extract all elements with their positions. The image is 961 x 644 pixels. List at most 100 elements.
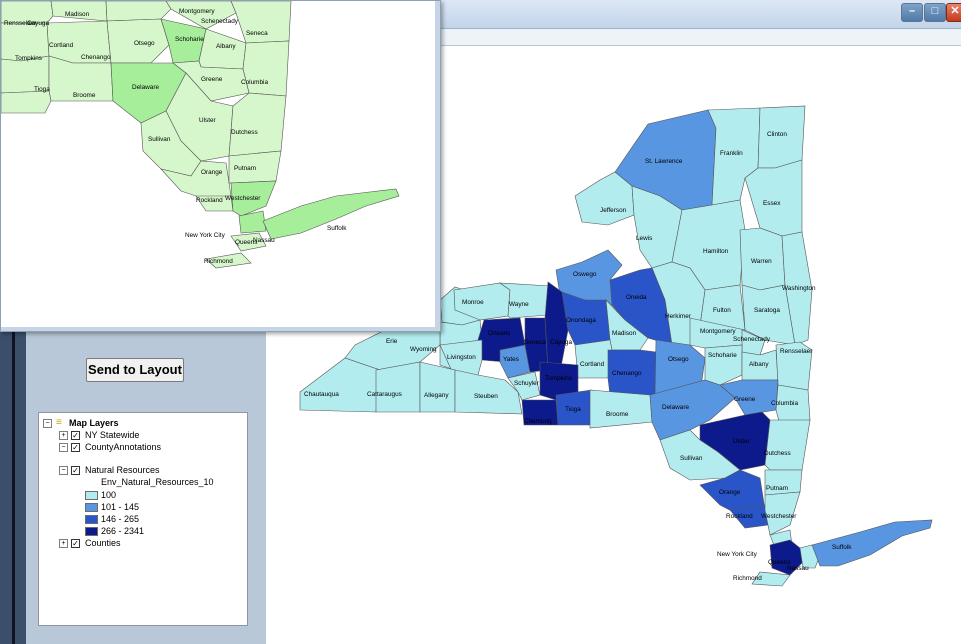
expand-icon[interactable]: + — [59, 539, 68, 548]
inset-label: Greene — [201, 76, 223, 83]
inset-label: Suffolk — [327, 225, 347, 232]
table-of-contents: − ≡ Map Layers + ✓ NY Statewide − ✓ Coun… — [38, 412, 248, 626]
map-label: Saratoga — [754, 307, 780, 314]
overview-window-border — [435, 1, 440, 331]
map-label: Oswego — [573, 271, 597, 278]
collapse-icon[interactable]: − — [43, 419, 52, 428]
map-label: Wyoming — [410, 346, 437, 353]
map-label: Rensselaer — [780, 348, 813, 355]
county-schuyler[interactable] — [507, 371, 541, 401]
map-label: Tompkins — [545, 375, 572, 382]
legend-class-label: 100 — [101, 490, 117, 500]
legend-class-label: 146 - 265 — [101, 514, 140, 524]
map-label: Lewis — [636, 235, 652, 242]
inset-county[interactable] — [230, 180, 277, 217]
inset-label: Schenectady — [201, 18, 239, 25]
minimize-button[interactable]: – — [901, 3, 923, 22]
county-queens[interactable] — [751, 571, 791, 587]
inset-label: Cortland — [49, 42, 74, 49]
legend-swatch — [85, 515, 98, 524]
inset-label: Columbia — [241, 79, 268, 86]
legend-class-label: 101 - 145 — [101, 502, 140, 512]
county-cortland[interactable] — [574, 339, 613, 379]
send-to-layout-button[interactable]: Send to Layout — [86, 358, 184, 382]
layer-checkbox[interactable]: ✓ — [71, 443, 80, 452]
county-seneca[interactable] — [524, 317, 549, 373]
county-schoharie[interactable] — [704, 344, 743, 386]
inset-label: Putnam — [234, 165, 256, 172]
inset-label: Tioga — [34, 86, 50, 93]
inset-label: Chenango — [81, 54, 111, 61]
map-label: Allegany — [424, 392, 449, 399]
map-label: Seneca — [524, 339, 546, 346]
map-label: Erie — [386, 338, 398, 345]
county-yates[interactable] — [499, 344, 531, 379]
maximize-button[interactable]: □ — [924, 3, 946, 22]
county-cattaraugus[interactable] — [375, 361, 421, 413]
inset-label: Ulster — [199, 117, 217, 124]
inset-label: Tompkins — [15, 55, 42, 62]
map-label: Wayne — [509, 301, 529, 308]
layers-icon: ≡ — [56, 417, 62, 428]
expand-icon[interactable]: + — [59, 431, 68, 440]
map-label: Montgomery — [700, 328, 736, 335]
close-button[interactable]: ✕ — [946, 3, 961, 22]
map-label: Jefferson — [600, 207, 627, 214]
map-label: Monroe — [462, 299, 484, 306]
county-otsego[interactable] — [654, 339, 706, 396]
legend-swatch — [85, 503, 98, 512]
inset-label: Rensselaer — [4, 20, 37, 27]
county-allegany[interactable] — [419, 361, 456, 413]
map-label: Ulster — [733, 438, 751, 445]
map-label: New York City — [717, 551, 758, 558]
county-westchester[interactable] — [764, 491, 801, 536]
map-label: Albany — [749, 361, 769, 368]
legend-class-label: 266 - 2341 — [101, 526, 145, 536]
layer-checkbox[interactable]: ✓ — [71, 539, 80, 548]
county-chautauqua[interactable] — [299, 357, 381, 413]
county-broome[interactable] — [589, 389, 653, 429]
left-edge-strip — [0, 330, 26, 644]
inset-county[interactable] — [228, 92, 287, 157]
inset-label: Rockland — [196, 197, 223, 204]
map-label: Hamilton — [703, 248, 729, 255]
inset-county[interactable] — [262, 188, 400, 240]
county-rensselaer[interactable] — [775, 341, 813, 391]
map-label: Chautauqua — [304, 391, 339, 398]
inset-label: Delaware — [132, 84, 159, 91]
inset-county[interactable] — [1, 90, 52, 114]
county-delaware[interactable] — [649, 379, 736, 441]
inset-county[interactable] — [165, 1, 237, 30]
map-window-titlebar[interactable]: – □ ✕ — [439, 0, 961, 29]
county-essex[interactable] — [744, 159, 803, 237]
inset-county[interactable] — [238, 210, 267, 234]
map-label: Orleans — [488, 330, 510, 337]
map-label: Greene — [734, 396, 756, 403]
collapse-icon[interactable]: − — [59, 443, 68, 452]
layer-checkbox[interactable]: ✓ — [71, 466, 80, 475]
inset-county[interactable] — [242, 40, 290, 97]
collapse-icon[interactable]: − — [59, 466, 68, 475]
layer-checkbox[interactable]: ✓ — [71, 431, 80, 440]
map-label: Westchester — [761, 513, 797, 520]
inset-county[interactable] — [1, 1, 54, 24]
inset-label: Richmond — [204, 258, 233, 265]
overview-map[interactable]: Madison Montgomery Schenectady Seneca Re… — [1, 1, 440, 331]
map-label: Nassau — [787, 565, 809, 572]
legend-swatch — [85, 491, 98, 500]
inset-county[interactable] — [160, 160, 232, 202]
map-label: Steuben — [474, 393, 498, 400]
inset-county[interactable] — [205, 252, 252, 269]
county-dutchess[interactable] — [764, 419, 811, 471]
map-label: Herkimer — [665, 313, 692, 320]
county-orange[interactable] — [699, 469, 766, 519]
map-label: Cortland — [580, 361, 605, 368]
inset-county[interactable] — [106, 18, 170, 64]
county-suffolk[interactable] — [811, 519, 933, 567]
inset-county[interactable] — [105, 1, 172, 22]
inset-label: Otsego — [134, 40, 155, 47]
map-label: Livingston — [447, 354, 476, 361]
inset-county[interactable] — [230, 232, 267, 252]
overview-window[interactable]: Madison Montgomery Schenectady Seneca Re… — [0, 0, 441, 332]
